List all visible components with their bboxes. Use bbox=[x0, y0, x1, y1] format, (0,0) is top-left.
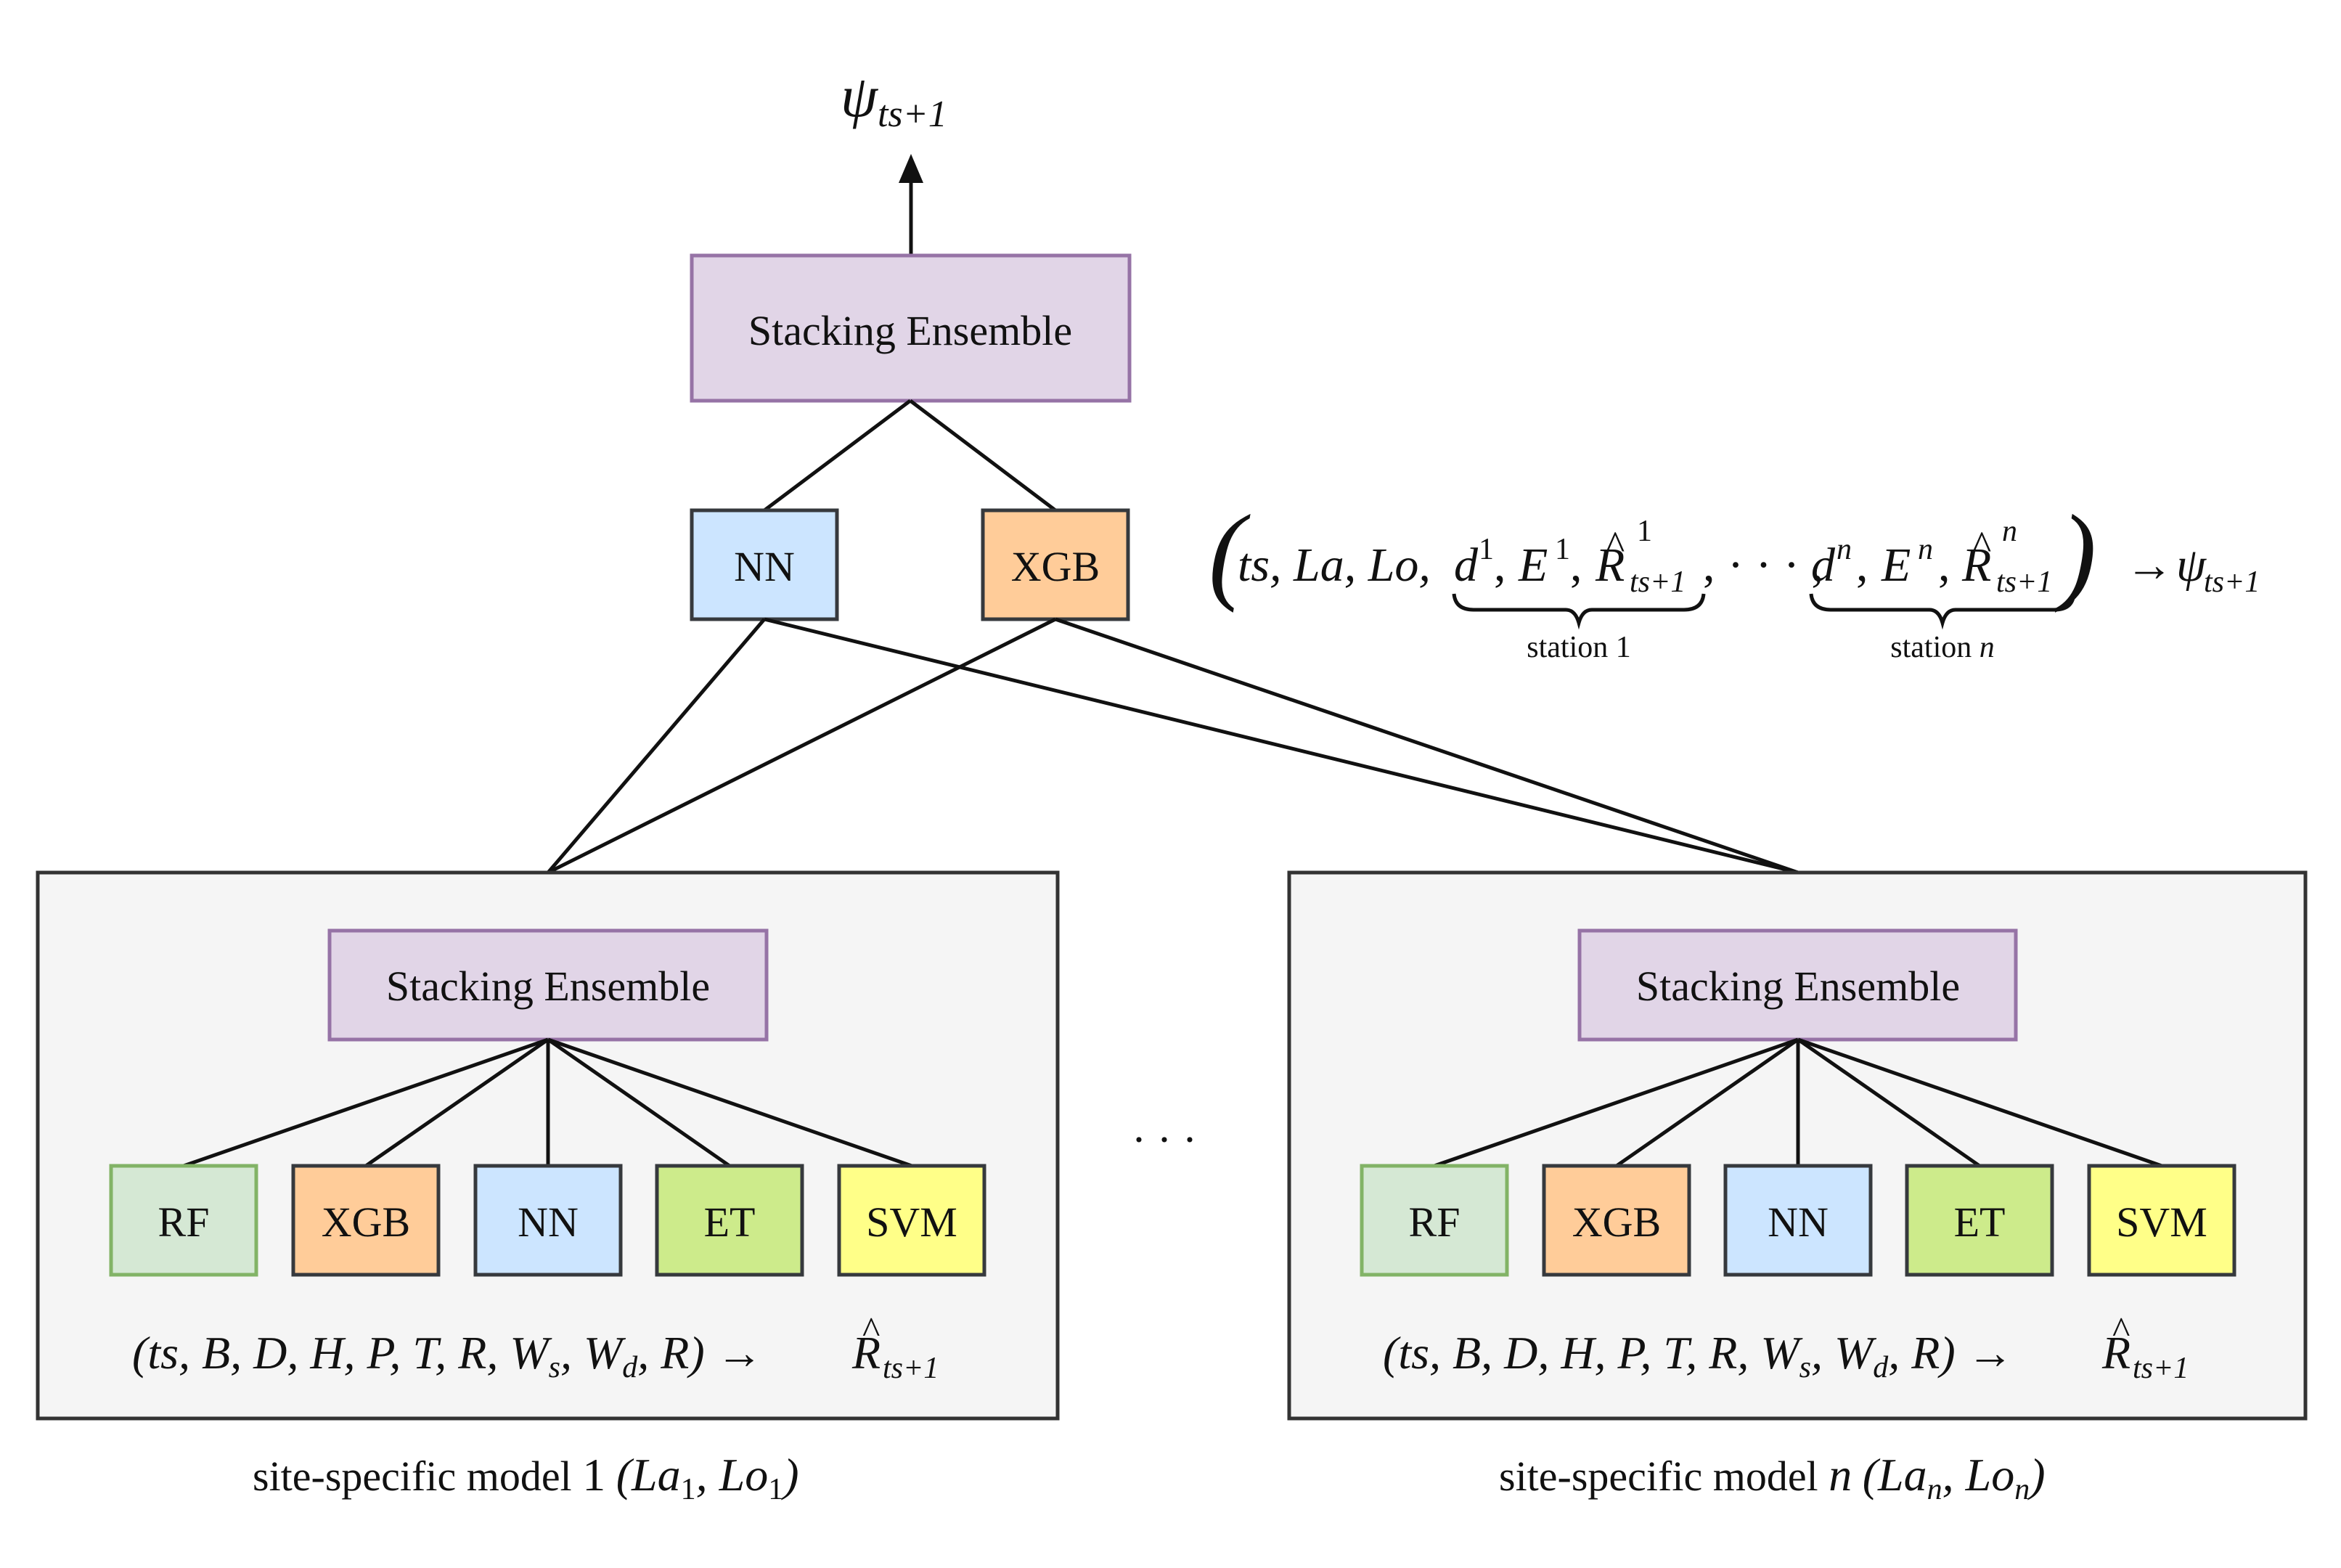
svg-text:ts, La, Lo,: ts, La, Lo, bbox=[1238, 539, 1431, 592]
svg-text:RF: RF bbox=[1409, 1199, 1460, 1246]
svg-text:n: n bbox=[1837, 533, 1852, 566]
svg-text:ET: ET bbox=[1954, 1199, 2006, 1246]
svg-text:1: 1 bbox=[1637, 515, 1652, 548]
svg-text:^: ^ bbox=[2112, 1310, 2130, 1352]
site-caption-n: site-specific model n (Lan, Lon) bbox=[1499, 1449, 2046, 1506]
svg-text:d: d bbox=[1454, 539, 1479, 592]
station-1-brace: station 1 bbox=[1452, 593, 1706, 664]
svg-text:XGB: XGB bbox=[1011, 543, 1100, 590]
base-learner-et: ET bbox=[1905, 1164, 2054, 1277]
svg-text:ψ: ψ bbox=[2176, 539, 2207, 592]
meta-learner-xgb: XGB bbox=[981, 508, 1130, 621]
svg-text:SVM: SVM bbox=[866, 1199, 957, 1246]
base-learner-rf: RF bbox=[109, 1164, 258, 1277]
svg-text:· · · ,: · · · , bbox=[1728, 539, 1823, 592]
svg-text:(: ( bbox=[1209, 493, 1251, 613]
svg-text:E: E bbox=[1518, 539, 1548, 592]
svg-text:NN: NN bbox=[734, 543, 795, 590]
svg-text:RF: RF bbox=[158, 1199, 210, 1246]
svg-text:station 1: station 1 bbox=[1527, 631, 1631, 664]
svg-text:^: ^ bbox=[862, 1310, 880, 1352]
svg-text:ts+1: ts+1 bbox=[1996, 565, 2052, 599]
svg-text:1: 1 bbox=[1479, 533, 1494, 566]
svg-text:Stacking Ensemble: Stacking Ensemble bbox=[386, 963, 710, 1010]
svg-text:,: , bbox=[1938, 539, 1950, 592]
site-model-1: Stacking Ensemble RF XGB NN ET SVM bbox=[36, 870, 1060, 1421]
global-feature-formula: ( ts, La, Lo, d 1 , E 1 , R ^ 1 ts+1 , ·… bbox=[1209, 493, 2260, 613]
base-learner-svm: SVM bbox=[2087, 1164, 2236, 1277]
svg-text:XGB: XGB bbox=[1572, 1199, 1661, 1246]
meta-learner-nn: NN bbox=[690, 508, 839, 621]
svg-text:R: R bbox=[2101, 1327, 2130, 1379]
output-label: ψts+1 bbox=[841, 63, 947, 135]
svg-text:n: n bbox=[1918, 533, 1933, 566]
top-stacking-ensemble: Stacking Ensemble bbox=[690, 253, 1132, 403]
meta-to-site-connectors bbox=[547, 617, 1799, 875]
base-learner-rf: RF bbox=[1360, 1164, 1509, 1277]
svg-text:station n: station n bbox=[1890, 631, 1995, 664]
svg-text:ts+1: ts+1 bbox=[883, 1352, 939, 1385]
svg-text:ts+1: ts+1 bbox=[2133, 1352, 2189, 1385]
site-caption-1: site-specific model 1 (La1, Lo1) bbox=[253, 1449, 799, 1506]
svg-text:ts+1: ts+1 bbox=[2204, 565, 2260, 599]
site-stacking-ensemble: Stacking Ensemble bbox=[1577, 928, 2018, 1042]
svg-text:ts+1: ts+1 bbox=[1630, 565, 1686, 599]
svg-text:n: n bbox=[2002, 515, 2017, 548]
svg-text:Stacking Ensemble: Stacking Ensemble bbox=[1636, 963, 1960, 1010]
site-ellipsis: · · · bbox=[1132, 1116, 1197, 1164]
svg-text:E: E bbox=[1881, 539, 1911, 592]
svg-text:,: , bbox=[1494, 539, 1506, 592]
site-stacking-ensemble: Stacking Ensemble bbox=[327, 928, 769, 1042]
base-learner-svm: SVM bbox=[837, 1164, 986, 1277]
base-learner-nn: NN bbox=[473, 1164, 623, 1277]
base-learner-et: ET bbox=[655, 1164, 804, 1277]
svg-text:SVM: SVM bbox=[2116, 1199, 2207, 1246]
base-learner-xgb: XGB bbox=[291, 1164, 441, 1277]
station-n-brace: station n bbox=[1809, 593, 2076, 664]
base-learner-connectors bbox=[183, 1037, 912, 1168]
svg-text:R: R bbox=[851, 1327, 881, 1379]
top-connectors bbox=[763, 399, 1057, 512]
output-arrow bbox=[899, 154, 923, 256]
svg-text:NN: NN bbox=[518, 1199, 579, 1246]
svg-text:XGB: XGB bbox=[322, 1199, 410, 1246]
base-learner-xgb: XGB bbox=[1542, 1164, 1691, 1277]
svg-text:Stacking Ensemble: Stacking Ensemble bbox=[748, 307, 1072, 354]
svg-text:ET: ET bbox=[704, 1199, 756, 1246]
svg-text:d: d bbox=[1811, 539, 1836, 592]
svg-text:→: → bbox=[2125, 539, 2173, 592]
svg-text:,: , bbox=[1856, 539, 1868, 592]
svg-text:,: , bbox=[1570, 539, 1582, 592]
site-input-formula: (ts, B, D, H, P, T, R, Ws, Wd, R) → bbox=[132, 1327, 763, 1384]
svg-text:R: R bbox=[1595, 539, 1625, 592]
base-learner-connectors bbox=[1434, 1037, 2162, 1168]
svg-text:NN: NN bbox=[1768, 1199, 1829, 1246]
svg-text:,: , bbox=[1703, 539, 1715, 592]
svg-text:): ) bbox=[2054, 493, 2096, 613]
svg-text:^: ^ bbox=[1606, 523, 1625, 568]
svg-text:R: R bbox=[1961, 539, 1991, 592]
site-input-formula: (ts, B, D, H, P, T, R, Ws, Wd, R) → bbox=[1383, 1327, 2014, 1384]
site-model-n: Stacking Ensemble RF XGB NN ET SVM bbox=[1287, 870, 2308, 1421]
base-learner-nn: NN bbox=[1723, 1164, 1873, 1277]
svg-text:^: ^ bbox=[1972, 523, 1991, 568]
svg-text:1: 1 bbox=[1555, 533, 1570, 566]
